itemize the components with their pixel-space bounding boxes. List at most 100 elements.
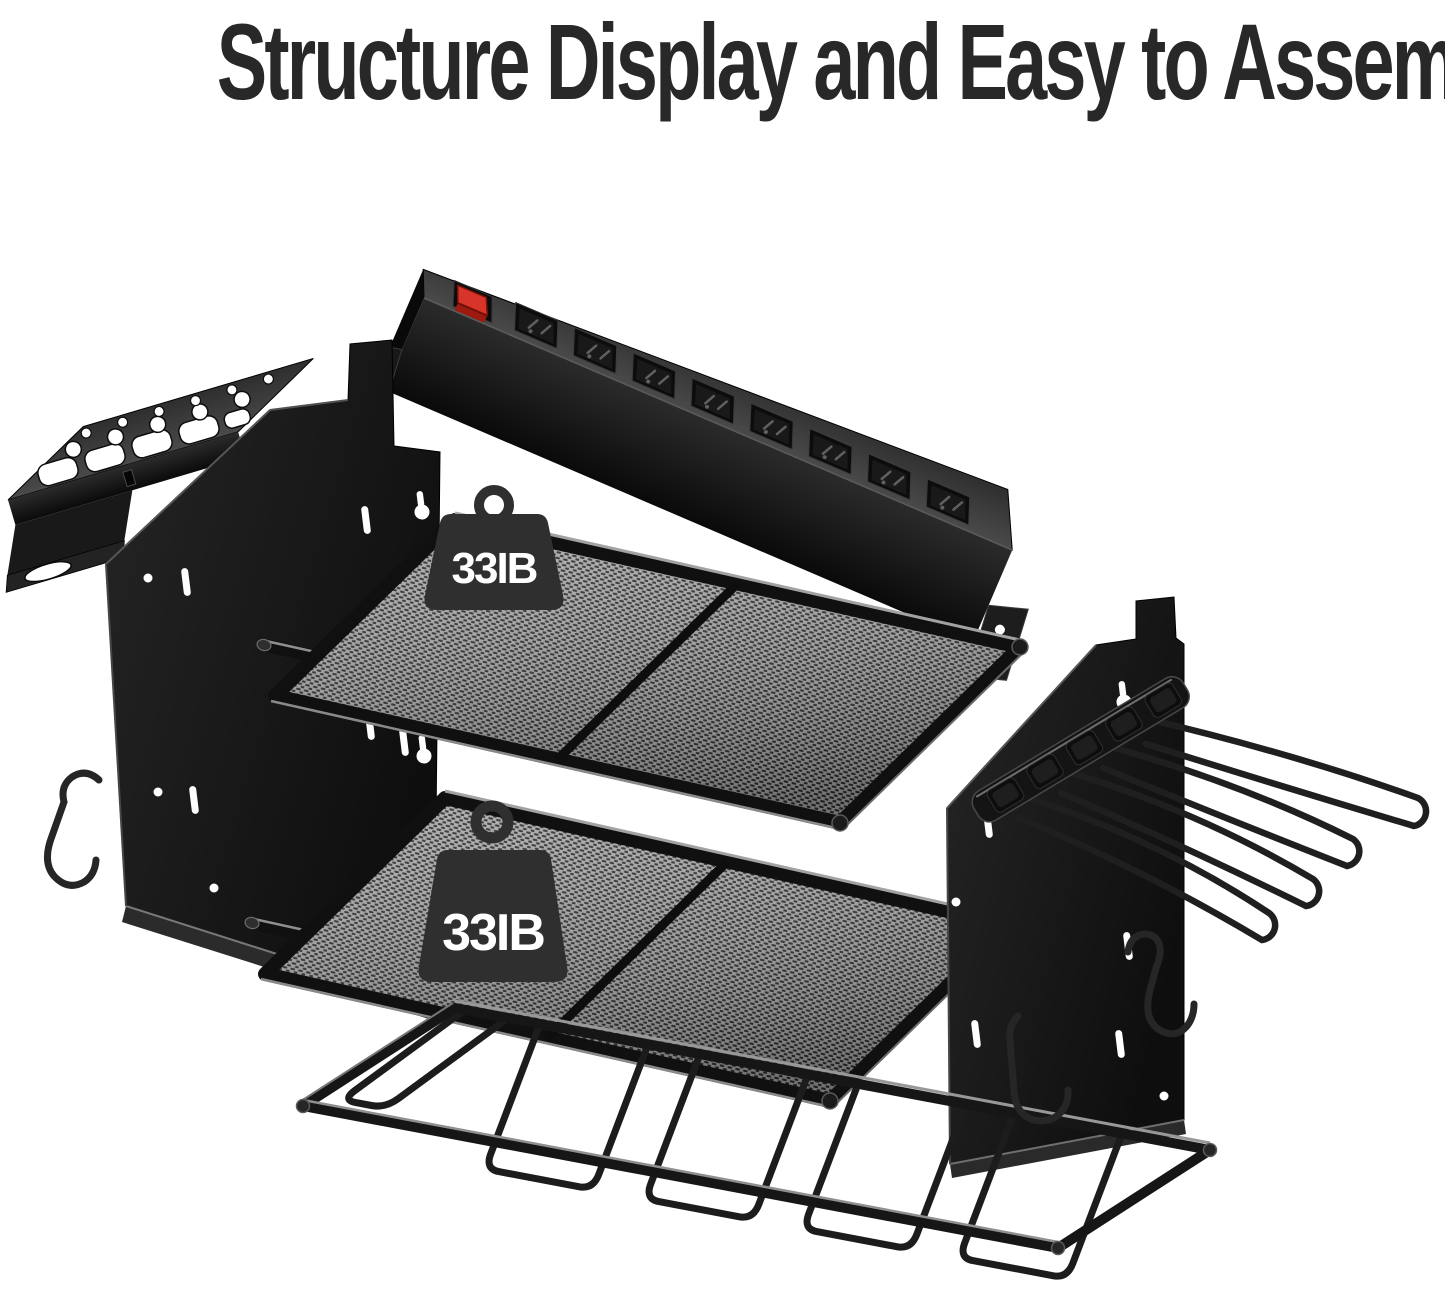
- bit-hole-small: [226, 384, 238, 396]
- shelf-right-edge-highlight: [845, 649, 1027, 827]
- side-tool-rack: [971, 675, 1430, 944]
- bit-hole-small: [117, 416, 129, 428]
- outlet-slots: [821, 445, 846, 461]
- mounting-slot: [399, 728, 409, 756]
- outlet-ground-hole: [881, 480, 886, 485]
- rack-end-cap: [1202, 1142, 1218, 1158]
- left-panel-chamfer-highlight: [105, 409, 271, 565]
- weight-badge-upper: 33IB: [424, 485, 564, 610]
- keyhole-slot: [416, 735, 432, 764]
- keyhole-slot: [414, 491, 430, 520]
- outlet-face: [753, 409, 789, 445]
- bit-holder-oval-hole: [24, 560, 72, 583]
- shelf-corner-cap: [821, 1092, 839, 1110]
- bit-holder-lower-tray: [7, 490, 133, 576]
- shelf-center-brace: [543, 858, 731, 1042]
- power-strip-edge-highlight: [423, 297, 1013, 551]
- weight-body: [418, 850, 568, 982]
- bottom-rack-front-highlight: [302, 1098, 1059, 1244]
- right-panel-flange-highlight: [949, 1119, 1185, 1165]
- rack-pad: [1026, 753, 1064, 789]
- outlet-face: [577, 333, 613, 369]
- outlet-slots: [762, 420, 787, 436]
- outlet-ground-hole: [763, 430, 768, 435]
- left-panel-top-edge: [269, 399, 349, 411]
- outlet-ground-hole: [646, 379, 651, 384]
- power-strip: [363, 268, 1029, 681]
- rack-pad: [1065, 730, 1104, 766]
- mounting-slot: [1115, 1030, 1125, 1058]
- outlet-face: [636, 358, 672, 395]
- bit-hole-small: [153, 405, 165, 418]
- tool-slot-loop: [959, 1109, 1126, 1280]
- shelf-center-brace: [553, 580, 741, 764]
- outlet-slots: [527, 319, 552, 335]
- tool-slot-loop: [803, 1080, 970, 1251]
- bit-hole-mid: [233, 390, 251, 409]
- weight-capacity-label: 33IB: [452, 544, 537, 593]
- outlet-ground-hole: [528, 329, 533, 334]
- s-hook-right: [1124, 930, 1198, 1038]
- outlet-row: [514, 301, 971, 526]
- screw-hole: [153, 787, 163, 797]
- side-rack-bar: [971, 675, 1190, 823]
- bit-hole-small: [80, 427, 92, 439]
- outlet-ground-hole: [822, 455, 827, 460]
- bit-hole-mid: [148, 415, 167, 434]
- tool-slot-loop: [645, 1050, 812, 1221]
- shelf-corner-cap: [831, 814, 849, 832]
- outlet-face: [695, 384, 731, 420]
- outlet-slots: [704, 394, 728, 411]
- left-panel-holes: [143, 491, 432, 978]
- rack-end-cap: [295, 1098, 311, 1114]
- shelf-arm-end-cap: [244, 916, 260, 930]
- bit-hole-small: [189, 395, 202, 407]
- mounting-slot: [181, 568, 191, 596]
- flange-hole: [994, 624, 1005, 635]
- outlet-ground-hole: [940, 505, 945, 510]
- rack-end-cap: [1050, 1240, 1066, 1256]
- mounting-slot: [971, 1020, 981, 1048]
- weight-capacity-label: 33IB: [442, 904, 544, 962]
- outlet-ground-hole: [587, 354, 592, 359]
- bit-hole-large: [131, 429, 173, 459]
- screw-hole: [1159, 1091, 1169, 1101]
- power-outlet: [514, 301, 559, 350]
- bit-hole-mid: [106, 428, 125, 446]
- rack-pad: [986, 777, 1025, 813]
- side-rack-bar-highlight: [975, 678, 1173, 798]
- power-outlet: [690, 377, 735, 425]
- side-rack-prong: [1005, 788, 1279, 944]
- side-rack-prong: [1130, 712, 1430, 830]
- power-outlet: [808, 427, 853, 476]
- tool-slot-loop: [485, 1020, 652, 1191]
- bit-holder-clip: [122, 469, 137, 488]
- weight-badge-lower: 33IB: [418, 800, 568, 982]
- power-outlet: [631, 352, 677, 400]
- power-strip-front-face: [384, 298, 1013, 643]
- power-switch: [452, 279, 493, 324]
- shelf-back-edge-highlight: [444, 789, 1011, 920]
- bottom-rack-frame: [298, 1003, 1215, 1253]
- shelf-corner-cap: [1011, 638, 1029, 656]
- outlet-slots: [939, 495, 964, 511]
- bottom-loops: [345, 1008, 1126, 1280]
- outlet-face: [518, 308, 554, 344]
- outlet-slots: [645, 369, 670, 385]
- shelf-front-edge-highlight: [270, 699, 837, 830]
- mounting-slot: [361, 506, 371, 534]
- outlet-face: [930, 484, 966, 521]
- power-outlet: [749, 402, 794, 451]
- upper-mesh-shelf: 33IB: [256, 485, 1029, 832]
- rack-pad: [1105, 706, 1143, 742]
- drill-bit-holder-bar: [5, 357, 314, 593]
- outlet-ground-hole: [705, 404, 710, 409]
- screw-hole: [209, 883, 219, 893]
- bit-hole-small: [262, 373, 274, 385]
- weight-ring: [470, 800, 514, 844]
- power-switch-red-cap: [456, 284, 489, 317]
- rack-pad: [1144, 682, 1183, 718]
- shelf-front-edge-highlight: [260, 977, 827, 1108]
